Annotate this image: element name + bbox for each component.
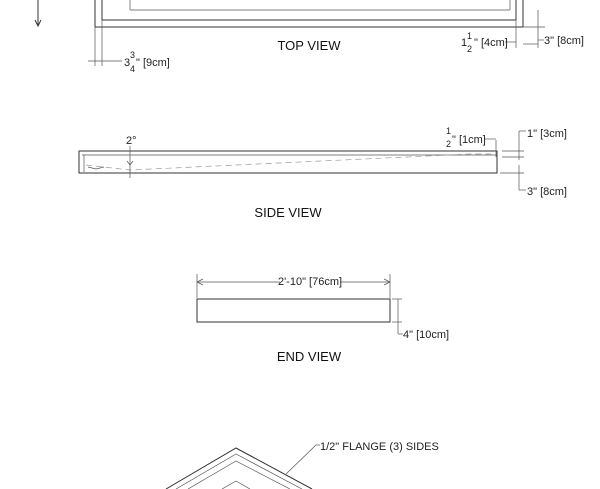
end-view-caption: END VIEW — [277, 349, 342, 364]
end-dim-height: 4" [10cm] — [403, 329, 449, 341]
top-dim-mid-num: 1 — [467, 31, 472, 41]
flange-note: 1/2" FLANGE (3) SIDES — [320, 441, 439, 453]
side-dim-half-den: 2 — [446, 139, 451, 149]
end-dim-width: 2'-10" [76cm] — [278, 276, 342, 288]
top-view-caption: TOP VIEW — [277, 38, 341, 53]
iso-view: 1/2" FLANGE (3) SIDES — [165, 441, 439, 489]
top-dim-mid-rest: " [4cm] — [474, 37, 508, 49]
side-view-caption: SIDE VIEW — [254, 205, 322, 220]
top-dim-left-den: 4 — [130, 64, 135, 74]
top-dim-left-rest: " [9cm] — [136, 57, 170, 69]
top-dim-left-num: 3 — [130, 50, 135, 60]
top-dim-mid-whole: 1 — [461, 37, 467, 49]
side-dim-one: 1" [3cm] — [527, 128, 567, 140]
side-dim-half-rest: " [1cm] — [452, 134, 486, 146]
side-dim-three: 3" [8cm] — [527, 186, 567, 198]
top-dim-right: 3" [8cm] — [544, 35, 584, 47]
end-view: 2'-10" [76cm] 4" [10cm] END VIEW — [196, 274, 449, 364]
side-dim-half-num: 1 — [446, 126, 451, 136]
side-view: 2° 1 2 " [1cm] 1" [3cm] 3" [8cm] SIDE VI… — [78, 126, 567, 220]
top-view: 3 3 4 " [9cm] 1 1 2 " [4cm] 3" [8cm] TOP… — [34, 0, 584, 74]
top-dim-left-whole: 3 — [124, 57, 130, 69]
side-slope: 2° — [126, 135, 137, 147]
top-dim-mid-den: 2 — [467, 44, 472, 54]
